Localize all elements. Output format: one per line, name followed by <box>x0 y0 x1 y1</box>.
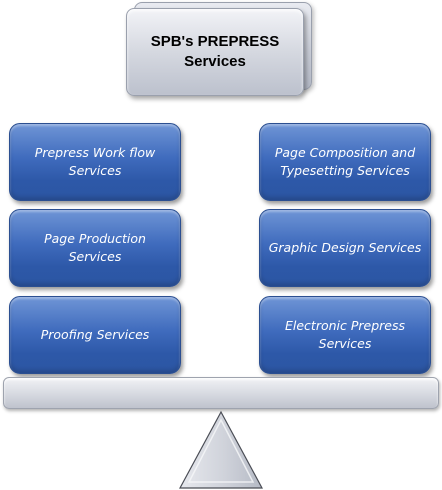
box-electronic-prepress-services: Electronic Prepress Services <box>259 296 431 374</box>
fulcrum-triangle <box>178 410 264 489</box>
balance-beam <box>3 377 439 409</box>
title-block: SPB's PREPRESS Services <box>126 2 312 96</box>
box-label: Graphic Design Services <box>268 240 422 255</box>
box-page-production-services: Page Production Services <box>9 209 181 287</box>
box-graphic-design-services: Graphic Design Services <box>259 209 431 287</box>
box-label: Prepress Work flow Services <box>34 145 156 178</box>
box-label: Proofing Services <box>40 327 150 342</box>
box-label: Page Production Services <box>44 231 146 264</box>
box-proofing-services: Proofing Services <box>9 296 181 374</box>
box-page-composition-typesetting-services: Page Composition and Typesetting Service… <box>259 123 431 201</box>
box-label: Page Composition and Typesetting Service… <box>274 145 416 178</box>
box-prepress-workflow-services: Prepress Work flow Services <box>9 123 181 201</box>
title-box: SPB's PREPRESS Services <box>126 8 304 96</box>
diagram-title: SPB's PREPRESS Services <box>150 33 280 70</box>
box-label: Electronic Prepress Services <box>284 318 406 351</box>
